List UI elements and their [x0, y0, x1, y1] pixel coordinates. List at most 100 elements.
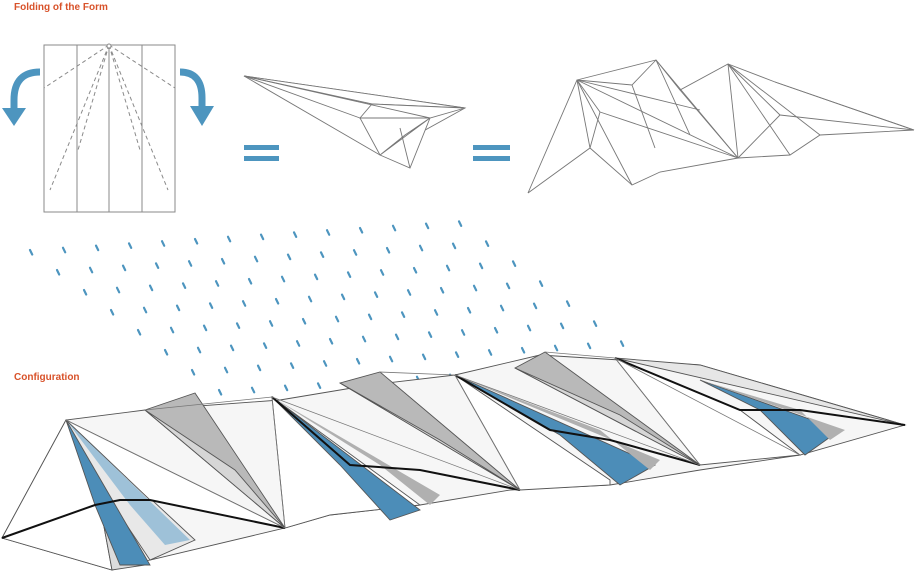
rain-drop — [193, 237, 199, 245]
rain-drop — [427, 331, 433, 338]
rain-drop — [454, 351, 460, 358]
rain-drop — [226, 235, 232, 243]
rain-drop — [286, 253, 292, 261]
rain-drop — [283, 384, 289, 392]
rain-drop — [214, 280, 220, 287]
rain-drop — [262, 342, 268, 349]
rain-drop — [472, 284, 478, 292]
equals-sign-icon — [244, 145, 279, 161]
rain-drop — [223, 366, 229, 374]
rain-drop — [505, 282, 511, 290]
rain-drop — [379, 269, 385, 276]
rain-drop — [361, 335, 367, 343]
rain-drop — [190, 368, 196, 376]
rain-drop — [142, 306, 148, 314]
folding-title: Folding of the Form — [14, 2, 108, 13]
rain-drop — [82, 288, 88, 296]
rain-drop — [301, 317, 307, 325]
rain-drop — [592, 320, 598, 327]
rain-drop — [328, 337, 334, 345]
rain-drop — [553, 344, 559, 352]
rain-drop — [163, 348, 169, 356]
roof-configuration — [1, 351, 907, 571]
rain-drop — [538, 280, 544, 287]
rain-drop — [484, 240, 490, 247]
rain-drop — [241, 300, 247, 307]
rain-drop — [250, 386, 256, 394]
rain-drop — [451, 242, 457, 250]
rain-drop — [247, 277, 253, 285]
rain-drop — [457, 220, 463, 227]
rain-drop — [235, 322, 241, 329]
rain-drop — [565, 300, 571, 307]
paper-plane — [243, 75, 467, 169]
rain-drop — [532, 302, 538, 310]
rain-drop — [94, 244, 100, 252]
rain-drop — [511, 260, 517, 267]
rain-drop — [478, 262, 484, 270]
rain-drop — [394, 333, 400, 341]
rain-drop — [292, 231, 298, 238]
rain-drop — [202, 324, 208, 332]
rain-drop — [28, 248, 34, 256]
rain-drop — [121, 264, 127, 272]
rain-drop — [169, 326, 175, 334]
rain-drop — [220, 257, 226, 265]
rain-drop — [136, 328, 142, 336]
rain-drop — [445, 264, 451, 272]
rain-drop — [493, 326, 499, 334]
folded-form-wireframe — [527, 59, 915, 194]
rain-drop — [421, 353, 427, 361]
rain-drop — [115, 286, 121, 294]
rain-drop — [313, 273, 319, 281]
rain-drop — [181, 282, 187, 289]
equals-sign-icon — [473, 145, 510, 161]
rain-drop — [559, 322, 565, 330]
rain-drop — [388, 355, 394, 363]
rain-drop — [160, 240, 166, 247]
rain-drop — [385, 246, 391, 254]
rain-drop — [460, 329, 466, 336]
rain-drop — [256, 364, 262, 372]
rain-drop — [280, 275, 286, 283]
rain-drop — [316, 382, 322, 389]
rain-drop — [295, 340, 301, 347]
rain-drop — [55, 268, 61, 276]
rain-drop — [196, 346, 202, 354]
rain-drop — [526, 324, 532, 332]
rain-drop — [586, 342, 592, 350]
rain-drop — [109, 308, 115, 316]
rain-drop — [487, 349, 493, 356]
rain-drop — [406, 289, 412, 296]
rain-drop — [259, 233, 265, 241]
rain-drop — [412, 266, 418, 274]
rain-drop — [187, 260, 193, 267]
rain-drop — [619, 340, 625, 347]
rain-drop — [358, 226, 364, 234]
rain-drop — [367, 313, 373, 321]
rain-drop — [154, 262, 160, 269]
rain-drop — [355, 357, 361, 365]
rain-drop — [208, 302, 214, 309]
rain-drop — [307, 295, 313, 303]
rain-drop — [352, 249, 358, 256]
rain-drop — [439, 286, 445, 294]
rain-drop — [268, 320, 274, 327]
rain-drop — [418, 244, 424, 252]
rain-drop — [391, 224, 397, 232]
rain-drop — [88, 266, 94, 274]
rain-drop — [499, 304, 505, 312]
rain-drop — [334, 315, 340, 323]
rain-drop — [61, 246, 67, 254]
rain-drop — [217, 388, 223, 396]
configuration-title: Configuration — [14, 372, 80, 383]
rain-drop — [253, 255, 259, 263]
rain-drop — [325, 229, 331, 236]
rain-drop — [424, 222, 430, 230]
rain-drop — [127, 242, 133, 249]
rain-drop — [229, 344, 235, 352]
rain-drop — [520, 346, 526, 354]
rain-drop — [148, 284, 154, 292]
rain-drop — [466, 306, 472, 314]
